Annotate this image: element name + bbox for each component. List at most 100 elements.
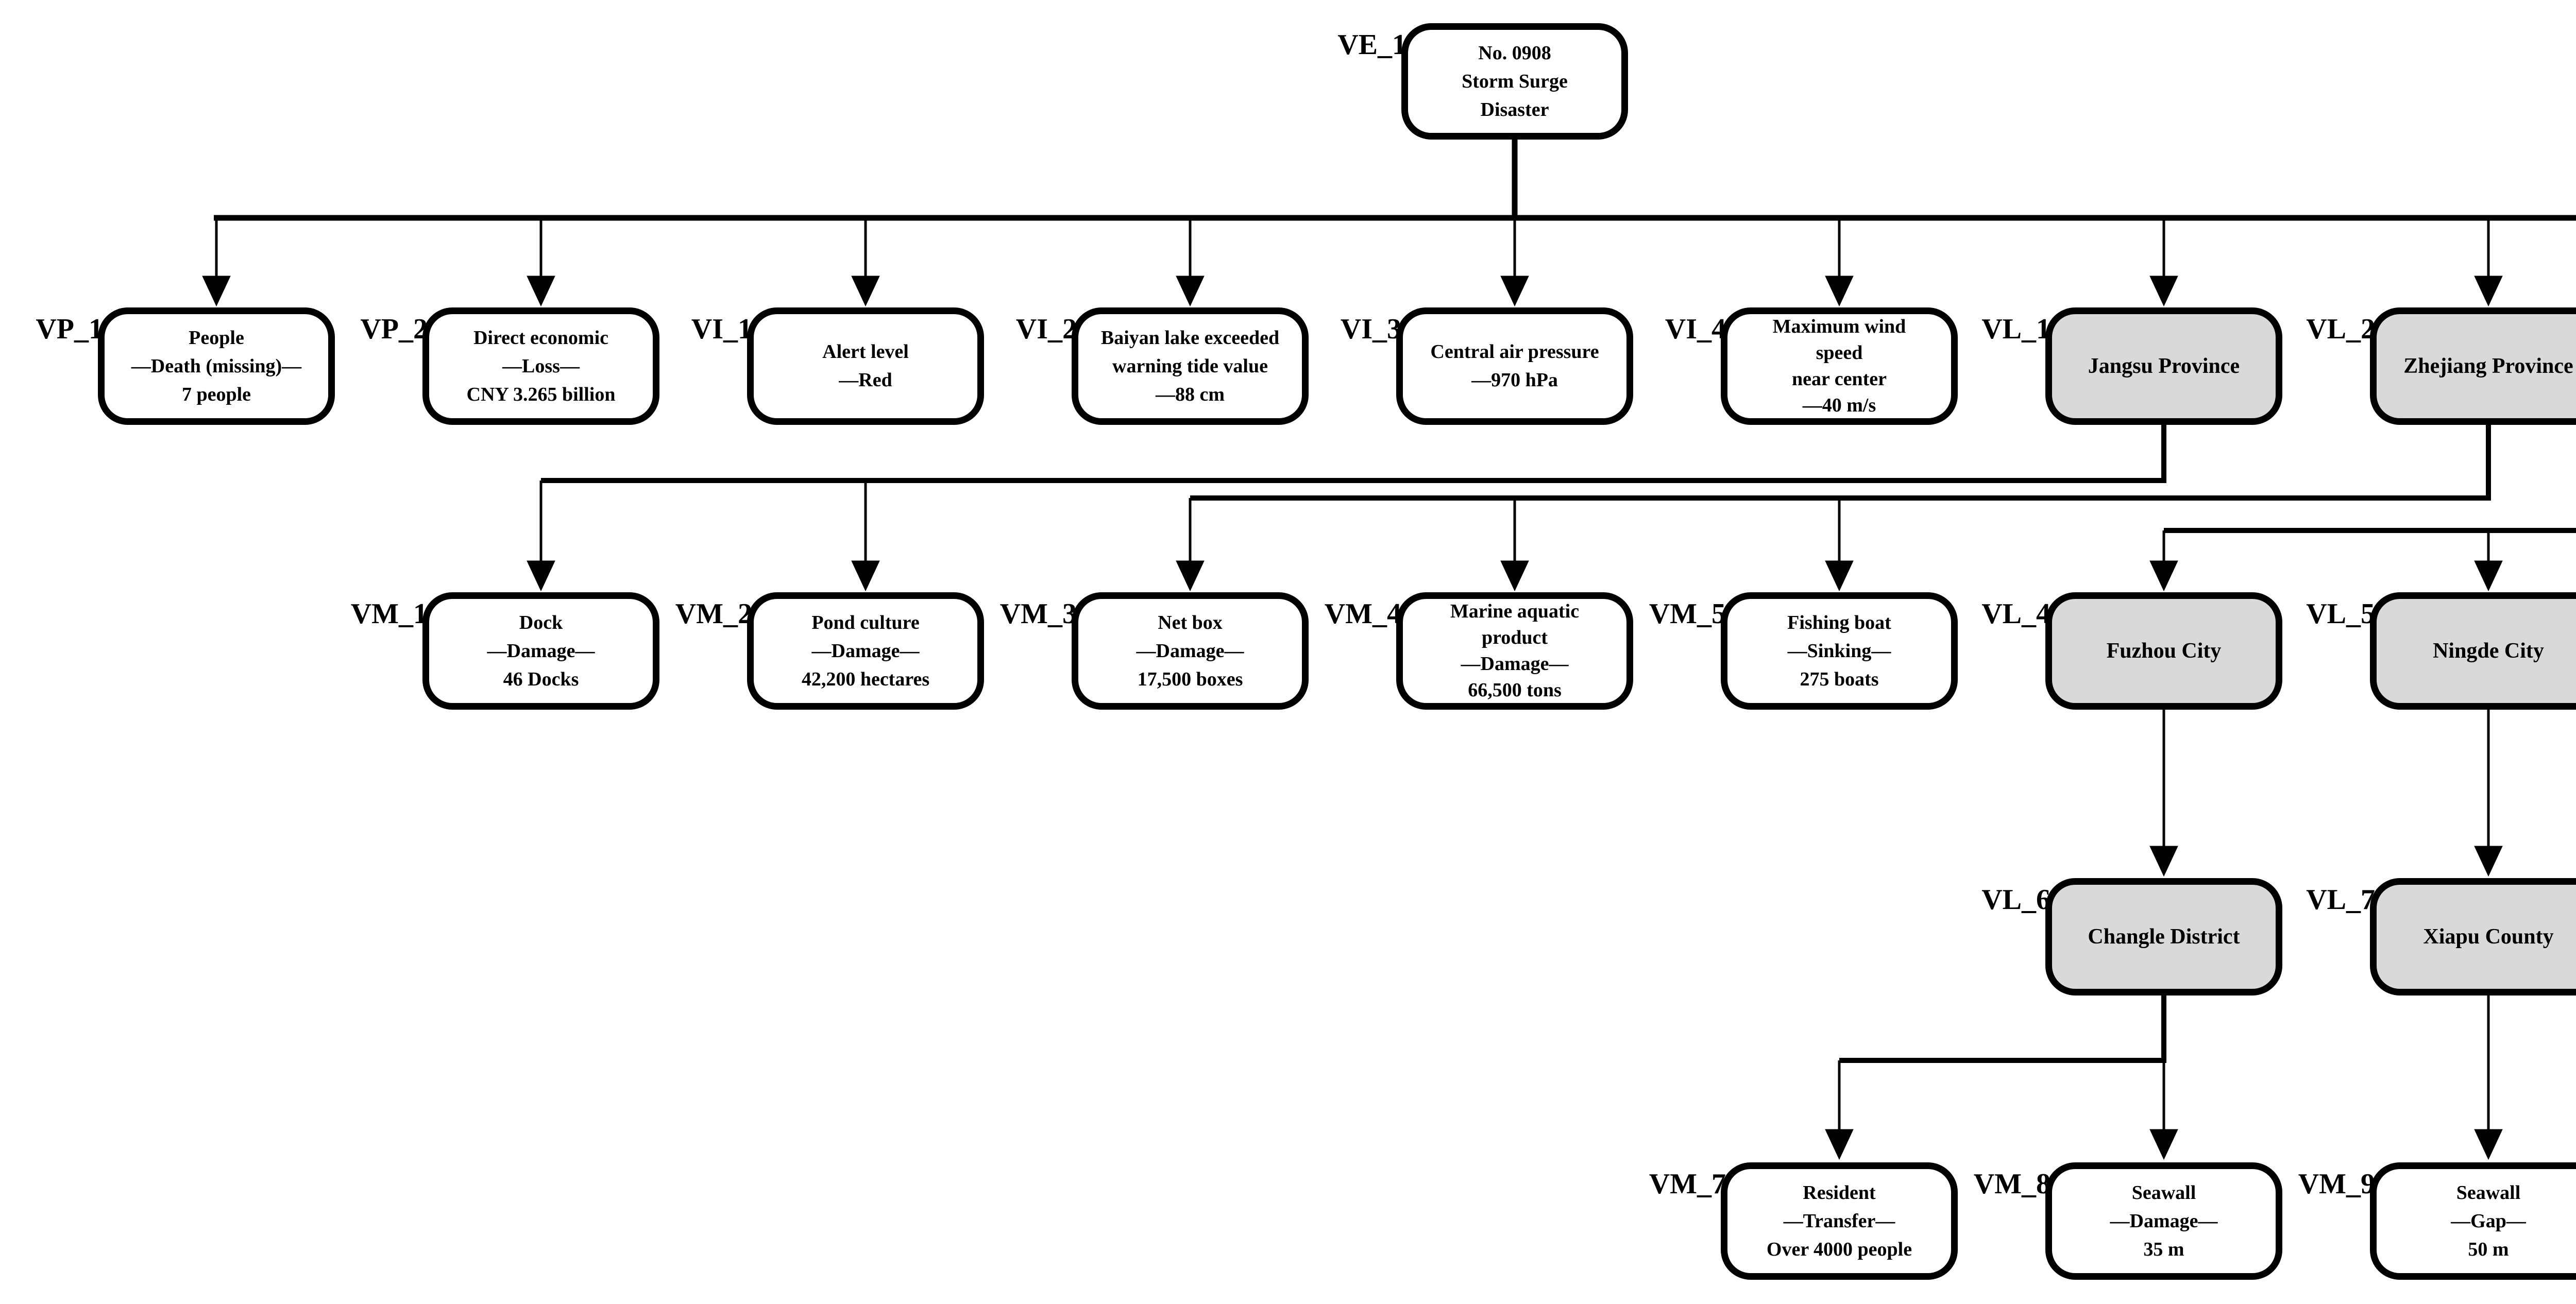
- node-text-line: —970 hPa: [1471, 369, 1558, 391]
- node-text-line: 66,500 tons: [1468, 679, 1562, 701]
- connector-ningde-to-xiapu: [2474, 710, 2503, 877]
- node-label-VI_1: VI_1: [691, 313, 752, 345]
- node-text-line: 275 boats: [1800, 668, 1879, 690]
- node-label-VI_3: VI_3: [1340, 313, 1401, 345]
- node-label-VL_4: VL_4: [1981, 598, 2050, 630]
- node-VL_6: Changle District: [2045, 878, 2282, 996]
- node-text-line: Fuzhou City: [2106, 639, 2222, 663]
- node-text-line: No. 0908: [1478, 42, 1551, 64]
- node-label-VM_4: VM_4: [1324, 598, 1401, 630]
- node-text-line: Storm Surge: [1462, 70, 1568, 92]
- node-text-line: Jangsu Province: [2088, 354, 2240, 378]
- connector-root-to-level2: [202, 135, 2576, 307]
- node-VL_4: Fuzhou City: [2045, 592, 2282, 710]
- node-text-line: —Transfer—: [1783, 1210, 1895, 1232]
- node-VL_1: Jangsu Province: [2045, 307, 2282, 425]
- node-VE_1: No. 0908 Storm Surge Disaster: [1401, 23, 1628, 140]
- node-VM_9: Seawall —Gap— 50 m: [2370, 1162, 2576, 1280]
- connector-xiapu-to-vm9: [2474, 991, 2503, 1160]
- node-label-VL_6: VL_6: [1981, 884, 2050, 916]
- node-text-line: —Damage—: [487, 640, 595, 662]
- node-text-line: 50 m: [2468, 1238, 2509, 1260]
- node-label-VL_1: VL_1: [1981, 313, 2050, 345]
- node-text-line: —Death (missing)—: [131, 355, 302, 377]
- node-label-VI_4: VI_4: [1665, 313, 1726, 345]
- node-text-line: Pond culture: [811, 611, 920, 633]
- node-text-line: speed: [1816, 342, 1863, 364]
- node-text-line: Baiyan lake exceeded: [1100, 327, 1280, 349]
- node-text-line: near center: [1792, 368, 1887, 390]
- node-text-line: Ningde City: [2433, 639, 2544, 663]
- node-text-line: Disaster: [1480, 98, 1549, 121]
- node-VM_2: Pond culture —Damage— 42,200 hectares: [747, 592, 984, 710]
- node-text-line: —88 cm: [1155, 383, 1225, 405]
- node-text-line: Net box: [1158, 611, 1223, 633]
- node-label-VM_1: VM_1: [350, 598, 428, 630]
- node-text-line: Zhejiang Province: [2403, 354, 2573, 378]
- node-text-line: warning tide value: [1112, 355, 1268, 377]
- node-text-line: Over 4000 people: [1766, 1238, 1912, 1260]
- node-text-line: Central air pressure: [1430, 341, 1599, 363]
- node-text-line: Alert level: [822, 341, 909, 363]
- node-VI_1: Alert level —Red: [747, 307, 984, 425]
- node-VL_2: Zhejiang Province: [2370, 307, 2576, 425]
- node-text-line: CNY 3.265 billion: [466, 383, 616, 405]
- node-VP_2: Direct economic —Loss— CNY 3.265 billion: [422, 307, 659, 425]
- node-text-line: People: [189, 327, 244, 349]
- connector-fuzhou-to-changle: [2149, 710, 2178, 877]
- node-VM_5: Fishing boat —Sinking— 275 boats: [1721, 592, 1958, 710]
- node-text-line: —Loss—: [502, 355, 580, 377]
- connector-jangsu-to-children: [527, 422, 2166, 592]
- node-label-VP_2: VP_2: [360, 313, 428, 345]
- node-label-VE_1: VE_1: [1337, 29, 1406, 61]
- node-label-VM_2: VM_2: [675, 598, 752, 630]
- node-text-line: Marine aquatic: [1450, 600, 1580, 622]
- node-label-VL_2: VL_2: [2306, 313, 2375, 345]
- node-VM_1: Dock —Damage— 46 Docks: [422, 592, 659, 710]
- node-text-line: Resident: [1803, 1181, 1876, 1204]
- node-label-VM_9: VM_9: [2298, 1168, 2375, 1200]
- node-label-VI_2: VI_2: [1015, 313, 1077, 345]
- node-text-line: —Damage—: [1461, 653, 1569, 675]
- node-text-line: —40 m/s: [1802, 394, 1876, 416]
- node-text-line: Changle District: [2088, 924, 2240, 949]
- node-label-VM_3: VM_3: [999, 598, 1077, 630]
- node-text-line: Seawall: [2131, 1181, 2196, 1204]
- node-label-VP_1: VP_1: [36, 313, 103, 345]
- node-VI_4: Maximum wind speed near center —40 m/s: [1721, 307, 1958, 425]
- connector-fujian-to-children: [2149, 528, 2576, 592]
- node-text-line: Dock: [519, 611, 563, 633]
- node-label-VL_7: VL_7: [2306, 884, 2375, 916]
- node-text-line: 17,500 boxes: [1137, 668, 1243, 690]
- connector-changle-to-children: [1825, 991, 2178, 1160]
- node-VL_7: Xiapu County: [2370, 878, 2576, 996]
- node-text-line: —Red: [839, 369, 892, 391]
- node-VL_5: Ningde City: [2370, 592, 2576, 710]
- node-text-line: —Gap—: [2451, 1210, 2526, 1232]
- node-label-VL_5: VL_5: [2306, 598, 2375, 630]
- node-text-line: —Damage—: [2110, 1210, 2218, 1232]
- node-VM_3: Net box —Damage— 17,500 boxes: [1072, 592, 1309, 710]
- node-text-line: 7 people: [181, 383, 251, 405]
- node-VM_7: Resident —Transfer— Over 4000 people: [1721, 1162, 1958, 1280]
- node-VI_3: Central air pressure —970 hPa: [1396, 307, 1633, 425]
- node-text-line: Fishing boat: [1787, 611, 1891, 633]
- node-label-VM_8: VM_8: [1973, 1168, 2050, 1200]
- node-text-line: Maximum wind: [1772, 316, 1906, 337]
- connector-zhejiang-to-children: [1176, 422, 2491, 592]
- node-VP_1: People —Death (missing)— 7 people: [98, 307, 335, 425]
- node-text-line: product: [1481, 627, 1548, 648]
- node-text-line: 46 Docks: [503, 668, 579, 690]
- node-text-line: 35 m: [2143, 1238, 2184, 1260]
- node-text-line: Xiapu County: [2423, 924, 2554, 949]
- node-label-VM_5: VM_5: [1649, 598, 1726, 630]
- node-text-line: Seawall: [2456, 1181, 2521, 1204]
- node-VI_2: Baiyan lake exceeded warning tide value …: [1072, 307, 1309, 425]
- node-text-line: Direct economic: [473, 327, 608, 349]
- node-text-line: —Damage—: [811, 640, 920, 662]
- node-VM_4: Marine aquatic product —Damage— 66,500 t…: [1396, 592, 1633, 710]
- node-text-line: —Sinking—: [1787, 640, 1891, 662]
- node-label-VM_7: VM_7: [1649, 1168, 1726, 1200]
